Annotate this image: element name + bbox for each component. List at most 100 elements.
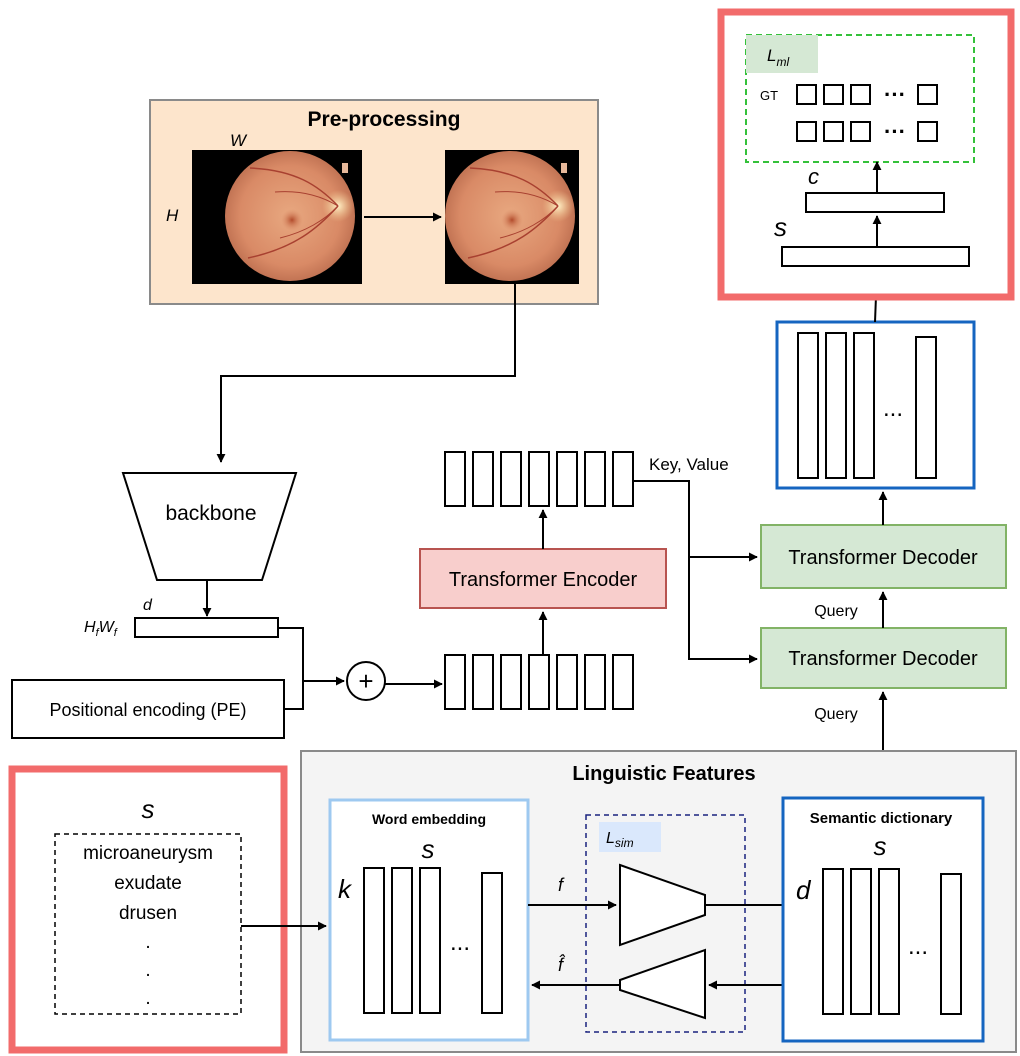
loss-sim-tag <box>599 822 661 852</box>
word-embedding-bars <box>363 867 503 1014</box>
loss-sim-dashed-box <box>585 814 746 1033</box>
dictionary-bar <box>940 873 962 1015</box>
s-bar <box>781 246 970 267</box>
dictionary-bar <box>878 868 900 1015</box>
semantic-dictionary-title: Semantic dictionary <box>810 810 953 827</box>
key-value-label: Key, Value <box>649 455 729 474</box>
embedding-bar <box>391 867 413 1014</box>
semantic-dictionary-ellipsis: ... <box>908 933 928 960</box>
label-item: exudate <box>114 873 182 894</box>
label-set-highlight <box>8 765 288 1054</box>
transformer-decoder-top-label: Transformer Decoder <box>788 547 978 569</box>
embedding-bar <box>419 867 441 1014</box>
output-bar <box>853 332 875 479</box>
query-label-bottom: Query <box>814 706 858 723</box>
pred-ellipsis: ··· <box>884 119 906 144</box>
embedding-bar <box>481 872 503 1014</box>
feature-to-plus-arrow <box>278 627 345 686</box>
input-tokens <box>444 654 634 710</box>
fundus-image-processed <box>445 150 579 284</box>
semantic-dictionary-bars <box>822 868 962 1015</box>
preprocessing-title: Pre-processing <box>308 108 461 131</box>
label-cell <box>917 84 938 105</box>
semantic-dictionary-d-label: d <box>796 875 812 905</box>
transformer-decoder-bottom-box <box>760 627 1007 689</box>
label-cell <box>850 84 871 105</box>
loss-ml-tag <box>746 35 818 73</box>
encoded-token <box>500 451 522 507</box>
preprocess-to-backbone-arrow <box>216 284 516 463</box>
decoder-output-bars <box>797 332 937 479</box>
label-set-s-label: s <box>142 794 155 824</box>
input-token <box>528 654 550 710</box>
word-embedding-ellipsis: ... <box>450 929 470 956</box>
query-label-top: Query <box>814 603 858 620</box>
gt-label: GT <box>760 88 778 103</box>
encoded-token <box>556 451 578 507</box>
kv-to-decoder-bottom-arrow <box>633 480 758 664</box>
backbone-trapezoid <box>121 472 298 581</box>
word-embedding-s-label: s <box>422 834 435 864</box>
transformer-encoder-box <box>419 548 667 609</box>
label-cell <box>796 121 817 142</box>
label-cell <box>850 121 871 142</box>
preprocessing-panel: Pre-processing W H <box>149 99 599 305</box>
word-embedding-k-label: k <box>338 874 353 904</box>
output-ellipsis: ... <box>883 395 903 422</box>
label-dot: . <box>145 988 150 1009</box>
transformer-encoder-label: Transformer Encoder <box>449 569 638 591</box>
plus-node <box>346 661 386 701</box>
loss-ml-dashed-box <box>745 34 975 163</box>
linguistic-features-title: Linguistic Features <box>572 763 755 785</box>
input-token <box>444 654 466 710</box>
label-item: microaneurysm <box>83 843 213 864</box>
label-cell <box>796 84 817 105</box>
label-set-dashed-box <box>54 833 242 1015</box>
encoded-token <box>612 451 634 507</box>
gt-ellipsis: ··· <box>884 82 906 107</box>
f-label: f <box>558 875 565 895</box>
dictionary-bar <box>822 868 844 1015</box>
width-label: W <box>230 131 248 150</box>
encoded-token <box>472 451 494 507</box>
label-cell <box>917 121 938 142</box>
encoded-token <box>584 451 606 507</box>
input-token <box>472 654 494 710</box>
transformer-decoder-top-box <box>760 524 1007 589</box>
gt-label-row <box>796 84 938 105</box>
output-bar <box>797 332 819 479</box>
output-bar <box>825 332 847 479</box>
c-label: c <box>808 164 819 189</box>
encoded-tokens <box>444 451 634 507</box>
label-dot: . <box>145 932 150 953</box>
semantic-dictionary-s-label: s <box>874 831 887 861</box>
feature-map-bar <box>134 617 279 638</box>
label-dot: . <box>145 960 150 981</box>
c-bar <box>805 192 945 213</box>
word-embedding-title: Word embedding <box>372 811 486 827</box>
feature-hw-label: HfWf <box>84 619 118 639</box>
input-token <box>556 654 578 710</box>
pe-to-plus-line <box>284 681 304 710</box>
positional-encoding-label: Positional encoding (PE) <box>49 700 246 720</box>
input-token <box>612 654 634 710</box>
label-cell <box>823 84 844 105</box>
input-token <box>584 654 606 710</box>
label-item: drusen <box>119 903 177 924</box>
output-bar <box>915 336 937 479</box>
fundus-image-raw <box>192 150 362 284</box>
f-hat-label: f̂ <box>558 954 565 975</box>
loss-sim-label: Lsim <box>606 830 634 850</box>
positional-encoding-box <box>11 679 285 739</box>
encoder-projection <box>619 863 706 947</box>
input-token <box>500 654 522 710</box>
decoder-projection <box>619 948 706 1020</box>
loss-ml-label: Lml <box>767 46 789 69</box>
transformer-decoder-bottom-label: Transformer Decoder <box>788 648 978 670</box>
embedding-bar <box>363 867 385 1014</box>
encoded-token <box>444 451 466 507</box>
dictionary-bar <box>850 868 872 1015</box>
plus-symbol: + <box>358 666 373 696</box>
s-label: s <box>774 212 787 242</box>
encoded-token <box>528 451 550 507</box>
